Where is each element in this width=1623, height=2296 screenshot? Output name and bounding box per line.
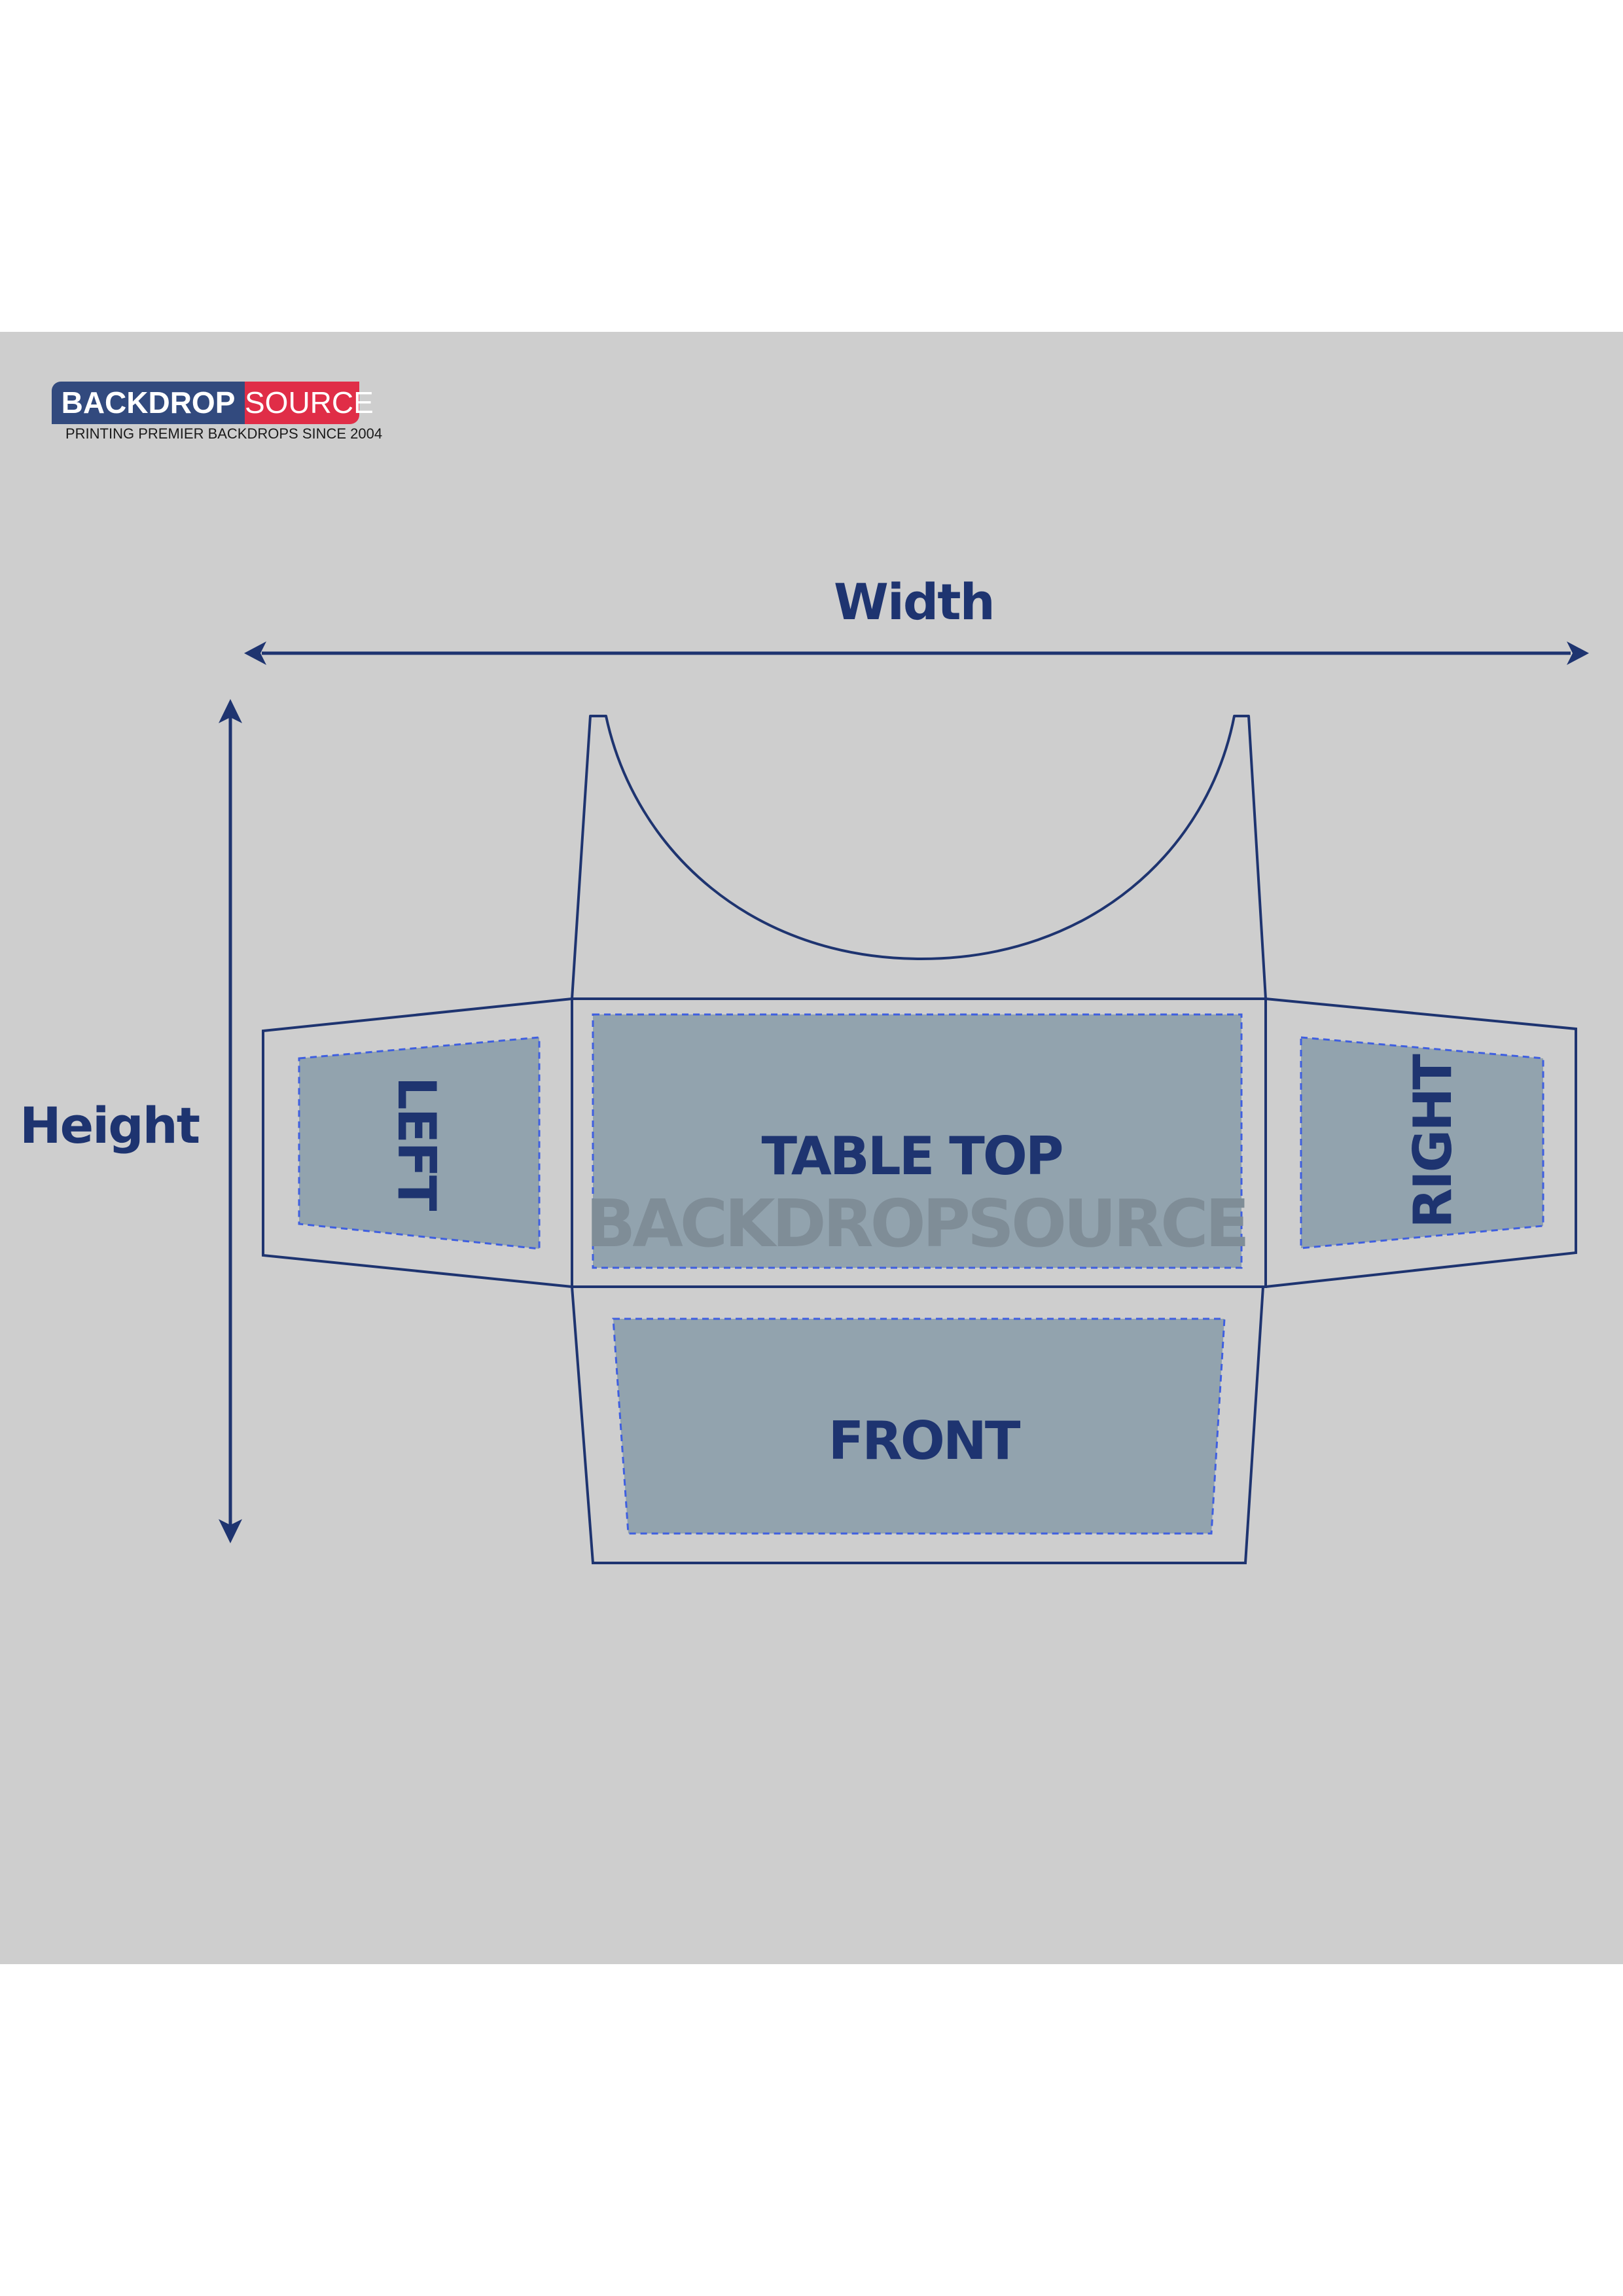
left-safe-area [298, 1036, 541, 1250]
watermark: BACKDROPSOURCE [586, 1185, 1250, 1262]
table-top-panel-outline [571, 997, 1267, 1288]
logo-source-text: SOURCE [245, 382, 374, 424]
height-label: Height [20, 1096, 200, 1155]
front-panel-outline [571, 1286, 1264, 1564]
right-panel-outline [1265, 997, 1577, 1288]
left-label: LEFT [386, 1076, 447, 1210]
left-panel-outline [262, 997, 573, 1288]
logo-bar: BACKDROP SOURCE [52, 382, 374, 424]
right-label: RIGHT [1402, 1056, 1463, 1229]
logo-tagline: PRINTING PREMIER BACKDROPS SINCE 2004 [65, 425, 383, 442]
front-safe-area [612, 1318, 1226, 1535]
right-safe-area [1300, 1036, 1544, 1249]
width-label: Width [834, 573, 995, 631]
table-top-label: TABLE TOP [761, 1126, 1064, 1187]
table-top-safe-area [592, 1013, 1243, 1269]
brand-logo: BACKDROP SOURCE PRINTING PREMIER BACKDRO… [52, 382, 383, 454]
logo-backdrop-text: BACKDROP [52, 382, 245, 424]
height-arrow-icon [219, 699, 242, 1543]
back-panel-outline [571, 715, 1267, 999]
width-arrow-icon [244, 641, 1589, 665]
front-label: FRONT [828, 1410, 1021, 1471]
